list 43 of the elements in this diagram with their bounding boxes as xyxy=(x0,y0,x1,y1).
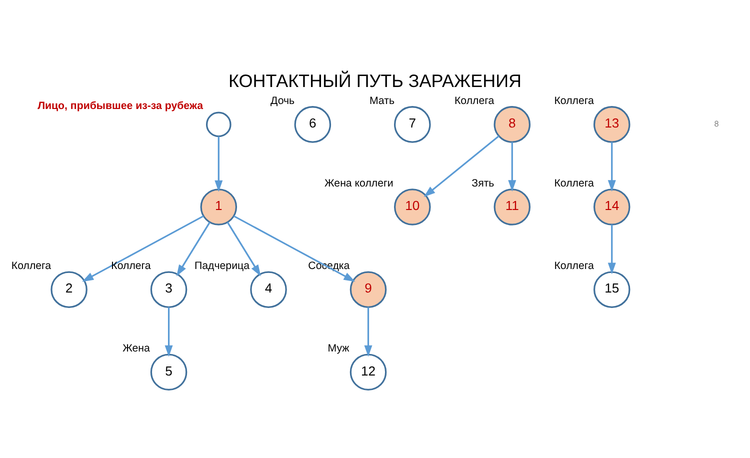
node-circle: 12 xyxy=(350,353,387,390)
node-label: Падчерица xyxy=(194,260,250,272)
arrow xyxy=(364,306,372,356)
label: 8 xyxy=(714,118,719,128)
arrow xyxy=(164,306,173,356)
node-label: Коллега xyxy=(454,94,494,106)
node-circle: 9 xyxy=(350,270,387,308)
node-circle: 8 xyxy=(494,106,531,142)
node-circle: 1 xyxy=(200,188,238,225)
node-label: Коллега xyxy=(554,94,594,106)
node-label: Зять xyxy=(472,177,494,189)
node-label: Дочь xyxy=(270,94,295,106)
node-label: Коллега xyxy=(554,177,594,189)
arrow xyxy=(424,134,500,196)
arrow xyxy=(226,221,261,276)
node-circle: 3 xyxy=(150,270,188,308)
arrow xyxy=(608,142,616,192)
node-label: Муж xyxy=(328,342,350,354)
node-label: Коллега xyxy=(111,260,151,272)
node-label: Жена xyxy=(122,342,150,354)
diagram-title: КОНТАКТНЫЙ ПУТЬ ЗАРАЖЕНИЯ xyxy=(228,70,522,90)
node-label: Коллега xyxy=(554,260,594,272)
node-circle xyxy=(206,111,232,137)
arrow xyxy=(82,214,204,282)
arrow xyxy=(233,214,356,282)
node-circle: 5 xyxy=(150,353,188,390)
node-label: Коллега xyxy=(11,260,52,272)
arrow xyxy=(608,224,616,274)
node-label: Мать xyxy=(369,94,394,106)
node-circle: 7 xyxy=(394,106,431,142)
node-circle: 10 xyxy=(394,188,431,225)
node-label: Лицо, прибывшее из-за рубежа xyxy=(38,99,203,112)
node-circle: 6 xyxy=(294,106,332,142)
node-circle: 14 xyxy=(593,188,630,225)
node-circle: 4 xyxy=(250,270,287,308)
arrow xyxy=(508,142,516,192)
node-circle: 11 xyxy=(494,188,531,225)
node-circle: 2 xyxy=(50,270,88,308)
node-circle: 13 xyxy=(593,106,630,142)
node-label: Жена коллеги xyxy=(324,177,394,189)
arrow xyxy=(214,136,223,192)
arrow xyxy=(176,221,210,276)
node-circle: 15 xyxy=(593,270,630,308)
